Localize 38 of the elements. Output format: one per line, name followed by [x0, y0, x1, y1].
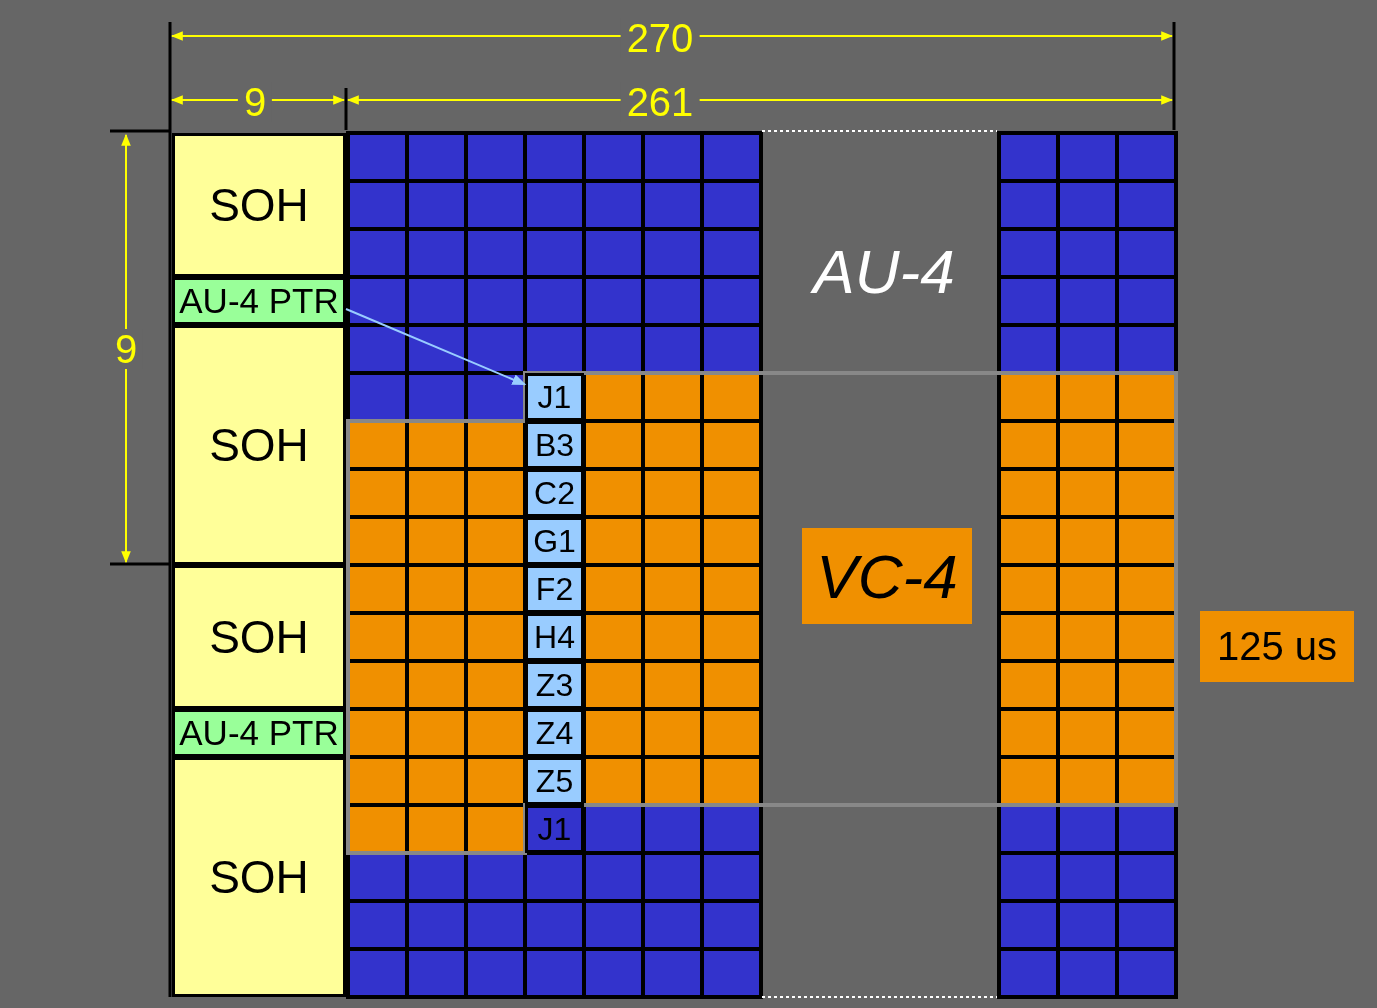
node-text: AU-4 PTR: [179, 713, 339, 753]
node-text: SOH: [209, 418, 309, 472]
node-text: F2: [535, 570, 574, 608]
node-text: SOH: [209, 610, 309, 664]
overhead-block: [172, 565, 346, 709]
path-overhead-cell: [525, 661, 584, 709]
arrow: [345, 308, 527, 386]
node-text: VC-4: [816, 540, 958, 612]
node-text: Z3: [535, 666, 574, 704]
path-overhead-cell: [525, 373, 584, 421]
container-label-box: [802, 528, 972, 624]
pointer-block: [172, 277, 346, 325]
node-text: 125 us: [1216, 624, 1338, 669]
path-overhead-cell: [525, 805, 584, 853]
node-text: J1: [537, 378, 572, 416]
node-text: SOH: [209, 850, 309, 904]
overhead-block: [172, 325, 346, 565]
overhead-block: [172, 757, 346, 997]
path-overhead-cell: [525, 469, 584, 517]
path-overhead-cell: [525, 517, 584, 565]
path-overhead-cell: [525, 421, 584, 469]
node-text: Z4: [535, 714, 574, 752]
path-overhead-cell: [525, 565, 584, 613]
node-text: H4: [534, 618, 575, 656]
node-text: B3: [534, 426, 575, 464]
node-text: J1: [537, 810, 572, 848]
region-label: AU-4: [807, 241, 961, 303]
duration-box: [1200, 611, 1354, 682]
path-overhead-cell: [525, 613, 584, 661]
overhead-block: [172, 133, 346, 277]
node-text: G1: [533, 522, 576, 560]
node-text: Z5: [535, 762, 574, 800]
node-text: SOH: [209, 178, 309, 232]
path-overhead-cell: [525, 709, 584, 757]
path-overhead-cell: [525, 757, 584, 805]
node-text: C2: [534, 474, 575, 512]
node-text: AU-4 PTR: [179, 281, 339, 321]
pointer-block: [172, 709, 346, 757]
